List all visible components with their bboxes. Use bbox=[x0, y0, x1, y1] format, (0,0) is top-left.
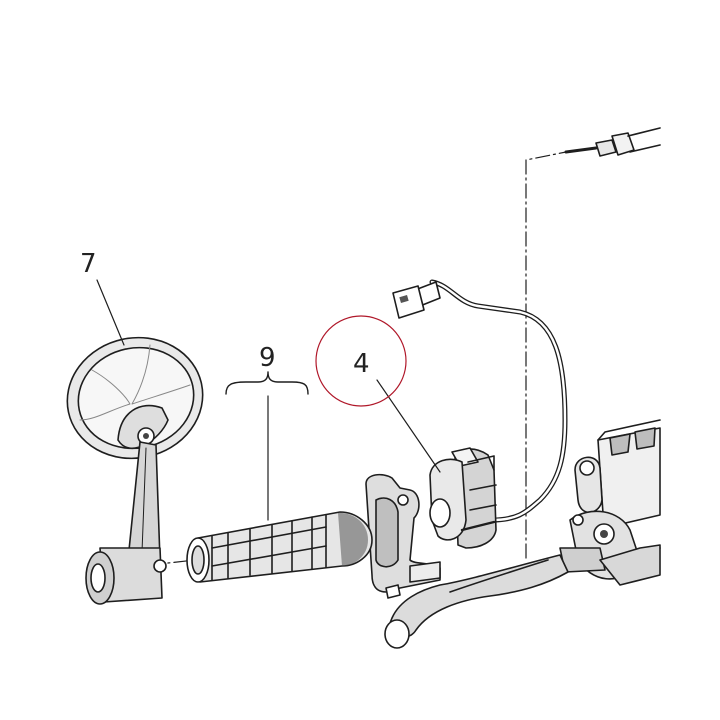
switch-housing bbox=[429, 447, 497, 549]
leader-4 bbox=[376, 379, 441, 473]
throttle-housing bbox=[365, 473, 441, 599]
switch-wiring-harness bbox=[392, 279, 568, 523]
handlebar-grip bbox=[186, 511, 373, 583]
callout-9: 9 bbox=[259, 343, 276, 373]
callout-highlight-circle bbox=[315, 315, 407, 407]
callout-7: 7 bbox=[80, 249, 97, 279]
leader-7 bbox=[96, 279, 125, 346]
brake-lever bbox=[384, 554, 569, 649]
callout-4: 4 bbox=[353, 349, 370, 379]
throttle-cable bbox=[564, 127, 661, 157]
brake-master-cylinder bbox=[559, 419, 661, 586]
callout-leaders bbox=[96, 279, 441, 521]
grip-brace bbox=[225, 371, 309, 395]
bar-end-mirror bbox=[66, 336, 204, 605]
